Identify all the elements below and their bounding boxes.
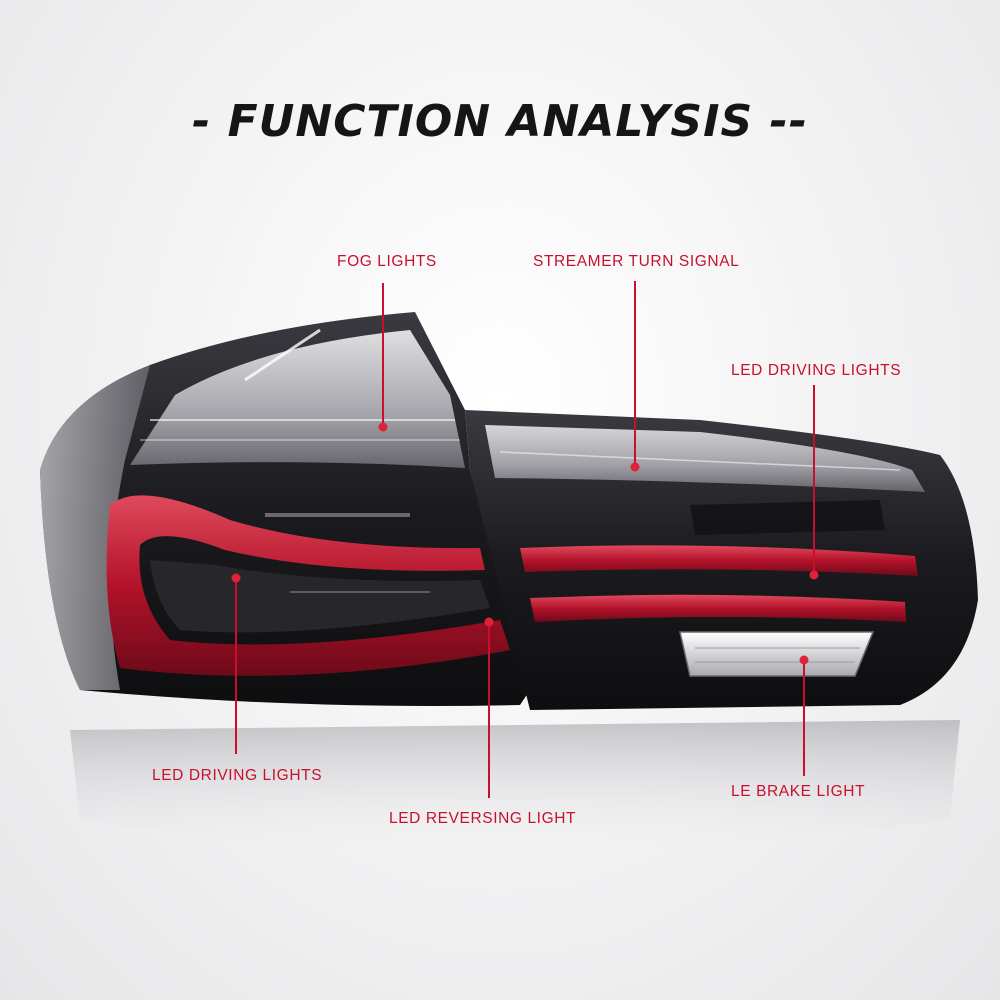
callout-fog-lights-pointer [378,283,388,432]
label-led-driving-lights-right: LED DRIVING LIGHTS [731,362,902,379]
floor-reflection [70,720,960,850]
right-red-bar-upper [520,545,918,576]
callout-led-driving-lights-right-pointer [809,385,819,580]
callout-led-driving-lights-left-pointer [231,573,241,754]
left-red-light-guide [106,495,511,676]
callout-streamer-turn-signal-pointer [630,281,640,472]
page-title: - FUNCTION ANALYSIS -- [192,96,808,147]
label-led-reversing-light: LED REVERSING LIGHT [389,810,577,827]
right-red-bar-lower [530,594,906,622]
label-streamer-turn-signal: STREAMER TURN SIGNAL [533,253,740,270]
label-fog-lights: FOG LIGHTS [337,253,437,270]
left-unit-side [40,365,150,690]
label-le-brake-light: LE BRAKE LIGHT [731,783,866,800]
callout-led-reversing-light-pointer [484,617,494,798]
callout-le-brake-light-pointer [799,655,809,776]
right-brake-lens [679,631,875,677]
label-led-driving-lights-left: LED DRIVING LIGHTS [152,767,323,784]
left-fog-lens [130,330,465,468]
